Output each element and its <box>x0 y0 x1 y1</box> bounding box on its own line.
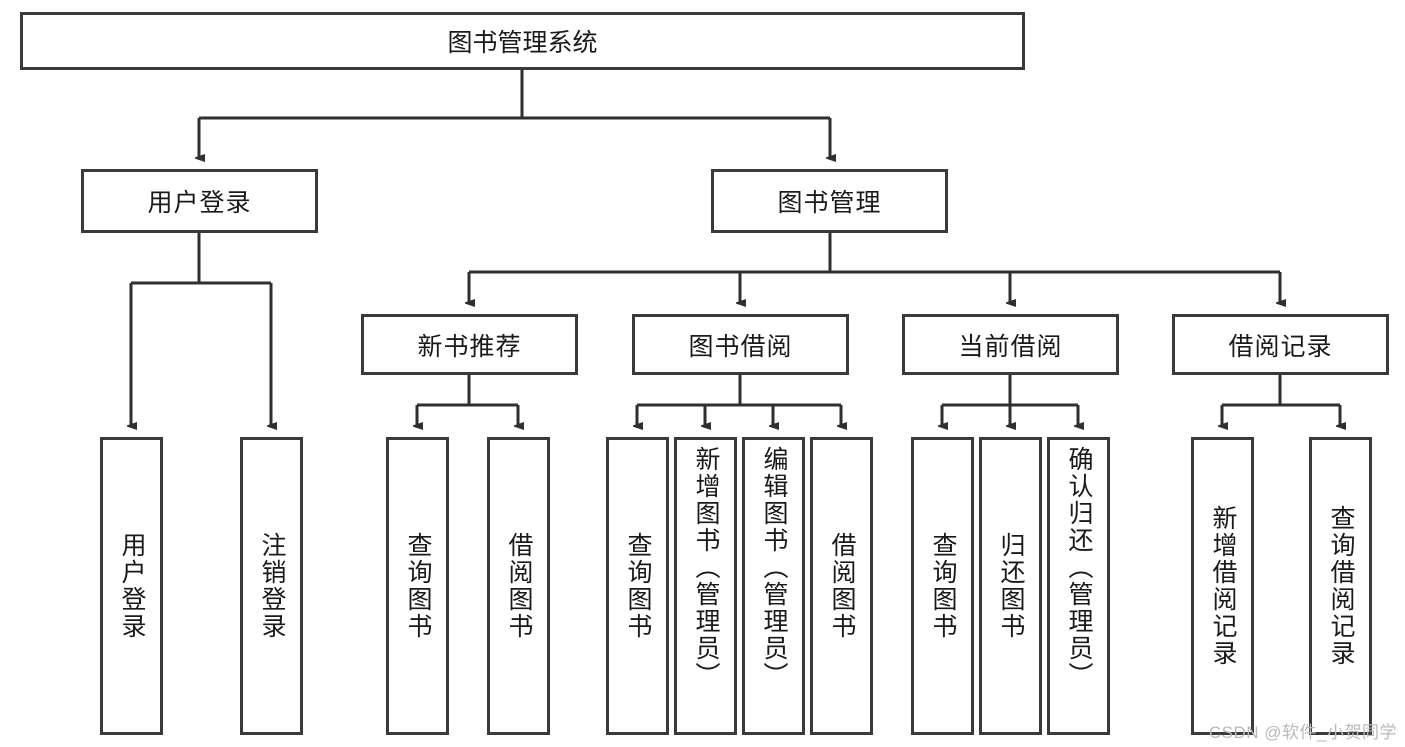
node-current-borrow[interactable]: 当前借阅 <box>902 314 1119 375</box>
node-label: 查询图书 <box>624 532 652 640</box>
node-label: 编辑图书（管理员） <box>760 446 788 689</box>
leaf-new-book-query-book[interactable]: 查询图书 <box>386 437 449 735</box>
node-book-borrow[interactable]: 图书借阅 <box>632 314 849 375</box>
node-label: 用户登录 <box>147 189 252 217</box>
node-label: 新增图书（管理员） <box>692 446 720 689</box>
node-book-management[interactable]: 图书管理 <box>711 169 948 233</box>
leaf-book-borrow-add-book-admin[interactable]: 新增图书（管理员） <box>674 437 737 735</box>
leaf-borrow-record-add-record[interactable]: 新增借阅记录 <box>1191 437 1254 735</box>
node-label: 图书管理 <box>777 189 882 217</box>
leaf-book-borrow-borrow-book[interactable]: 借阅图书 <box>810 437 873 735</box>
node-label: 图书管理系统 <box>447 29 598 57</box>
leaf-current-borrow-confirm-return-admin[interactable]: 确认归还（管理员） <box>1047 437 1110 735</box>
node-label: 借阅图书 <box>828 532 856 640</box>
leaf-new-book-borrow-book[interactable]: 借阅图书 <box>487 437 550 735</box>
leaf-borrow-record-query-record[interactable]: 查询借阅记录 <box>1309 437 1372 735</box>
node-user-login[interactable]: 用户登录 <box>81 169 318 233</box>
node-label: 查询图书 <box>929 532 957 640</box>
node-label: 查询图书 <box>404 532 432 640</box>
node-label: 用户登录 <box>118 532 146 640</box>
node-label: 新增借阅记录 <box>1209 505 1237 667</box>
node-label: 新书推荐 <box>417 332 522 361</box>
node-label: 归还图书 <box>997 532 1025 640</box>
node-label: 借阅记录 <box>1228 332 1333 361</box>
leaf-user-login-login[interactable]: 用户登录 <box>100 437 163 735</box>
node-label: 当前借阅 <box>958 332 1063 361</box>
node-label: 注销登录 <box>258 532 286 640</box>
leaf-user-login-logout[interactable]: 注销登录 <box>240 437 303 735</box>
node-root-system[interactable]: 图书管理系统 <box>20 12 1025 70</box>
node-label: 查询借阅记录 <box>1327 505 1355 667</box>
leaf-current-borrow-query-book[interactable]: 查询图书 <box>911 437 974 735</box>
leaf-book-borrow-query-book[interactable]: 查询图书 <box>606 437 669 735</box>
node-label: 借阅图书 <box>505 532 533 640</box>
watermark-text: CSDN @软件_小贺同学 <box>1208 723 1397 742</box>
node-borrow-record[interactable]: 借阅记录 <box>1172 314 1389 375</box>
leaf-book-borrow-edit-book-admin[interactable]: 编辑图书（管理员） <box>742 437 805 735</box>
node-label: 图书借阅 <box>688 332 793 361</box>
leaf-current-borrow-return-book[interactable]: 归还图书 <box>979 437 1042 735</box>
node-label: 确认归还（管理员） <box>1065 446 1093 689</box>
node-new-book-recommend[interactable]: 新书推荐 <box>361 314 578 375</box>
